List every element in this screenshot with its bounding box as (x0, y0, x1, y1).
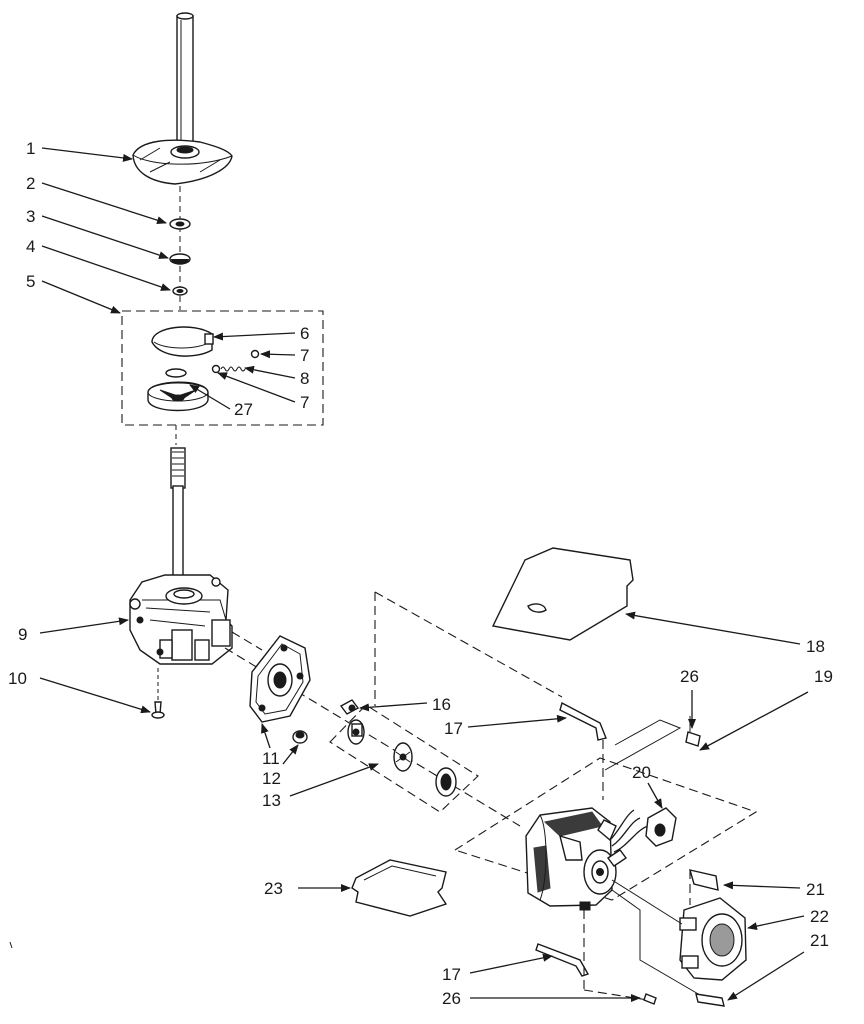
leader-lines (39, 147, 809, 1002)
part-22-capacitor-cover (611, 879, 747, 996)
part-10-screw (151, 668, 165, 719)
callout-19: 19 (814, 667, 833, 686)
callout-17-lower: 17 (442, 965, 461, 984)
callout-27: 27 (234, 400, 253, 419)
callout-13: 13 (262, 791, 281, 810)
part-3-washer (169, 253, 191, 265)
part-26-screw-lower (583, 910, 657, 1005)
part-16-screw (339, 699, 360, 715)
callout-7-lower: 7 (300, 393, 309, 412)
part-21-clip-upper (689, 869, 719, 905)
part-18-shield (491, 547, 634, 641)
callout-6: 6 (300, 324, 309, 343)
part-17-clip-lower (535, 943, 590, 977)
callout-20: 20 (632, 763, 651, 782)
callout-22: 22 (810, 907, 829, 926)
callout-18: 18 (806, 637, 825, 656)
part-17-clip-upper (559, 701, 607, 800)
part-6-clutch-band (151, 326, 214, 357)
spline-shaft (170, 425, 186, 587)
part-2-washer (169, 218, 191, 230)
callout-7-upper: 7 (300, 346, 309, 365)
part-21-clip-lower (695, 993, 725, 1007)
part-5-kit-box (121, 310, 324, 426)
motor-wires (609, 809, 649, 853)
part-26-screw-upper (685, 716, 701, 747)
callout-21-lower: 21 (810, 931, 829, 950)
part-20-switch (645, 807, 677, 847)
callout-23: 23 (264, 879, 283, 898)
callout-8: 8 (300, 369, 309, 388)
callout-9: 9 (18, 625, 27, 644)
guide-dashed-upper (374, 591, 563, 706)
part-12-plug (292, 730, 308, 744)
part-1-cam-plate (132, 139, 233, 185)
callout-21-upper: 21 (806, 880, 825, 899)
part-11-mounting-plate (249, 635, 311, 723)
part-23-pad (351, 859, 448, 917)
callout-16: 16 (432, 695, 451, 714)
callout-labels: 1 2 3 4 5 6 7 8 7 27 9 10 11 12 13 16 17… (8, 139, 833, 1008)
callout-5: 5 (26, 272, 35, 291)
callout-4: 4 (26, 237, 35, 256)
callout-12: 12 (262, 769, 281, 788)
callout-2: 2 (26, 174, 35, 193)
part-4-ring (172, 286, 188, 296)
drive-motor (525, 807, 628, 911)
part-8-spring (211, 349, 260, 374)
callout-17-upper: 17 (444, 719, 463, 738)
callout-11: 11 (262, 749, 280, 768)
agitator-shaft (176, 12, 194, 153)
coupling-hub (347, 719, 365, 745)
part-9-gearcase (129, 574, 233, 665)
callout-26-upper: 26 (680, 667, 699, 686)
callout-10: 10 (8, 669, 27, 688)
part-13-coupling-box (329, 704, 479, 813)
coupling-disk (393, 742, 413, 772)
callout-1: 1 (26, 139, 35, 158)
coupling-motor-hub (435, 767, 457, 797)
callout-3: 3 (26, 207, 35, 226)
callout-26-lower: 26 (442, 989, 461, 1008)
